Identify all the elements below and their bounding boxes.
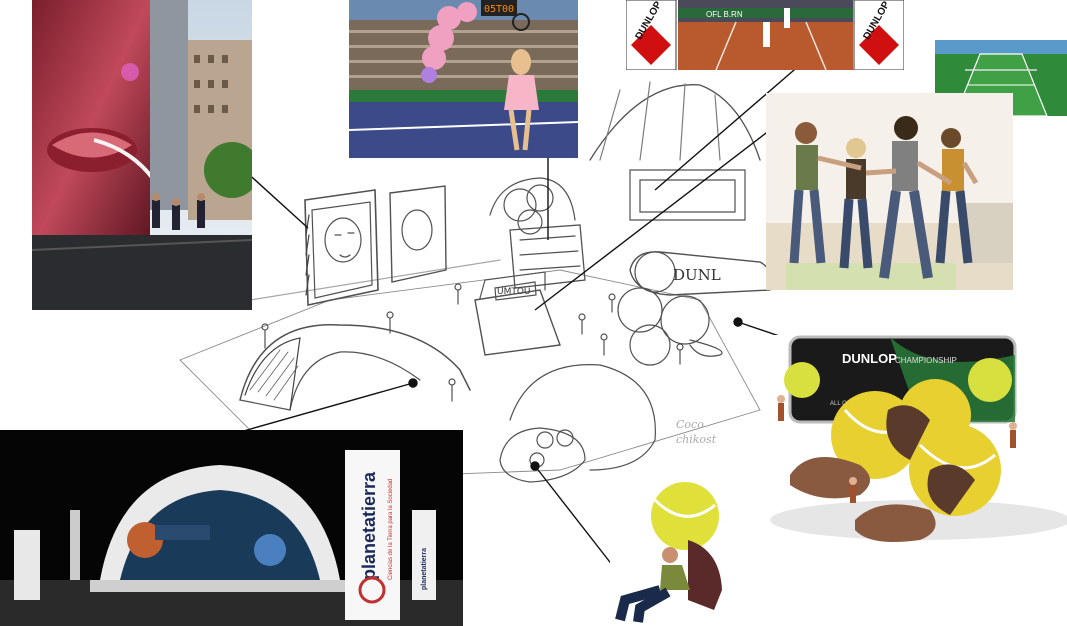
planetatierra-dome-render: planetatierra Ciencias de la Tierra para… <box>0 430 463 626</box>
sketch-frame-label: DUNL <box>673 266 721 284</box>
sketch-note-line2: chikost <box>676 433 717 446</box>
small-flag-brand: planetatierra <box>421 548 428 590</box>
stadium-sign: OFL B.RN <box>706 10 743 19</box>
sketch-kiosk-label: UMTOU <box>497 287 531 297</box>
can-sub: CHAMPIONSHIP <box>895 356 957 365</box>
fountain-face-photo <box>32 0 252 310</box>
scoreboard-text: 05T00 <box>484 4 514 15</box>
dome-flag-subtitle: Ciencias de la Tierra para la Sociedad <box>388 479 394 580</box>
sketch-note-line1: Coco <box>676 418 704 431</box>
dunlop-balls-can-render: DUNLOP CHAMPIONSHIP ALL COURT · BALL <box>770 335 1067 550</box>
can-brand: DUNLOP <box>842 351 897 366</box>
tennis-ball-chair-render <box>610 480 730 626</box>
dome-flag-brand: planetatierra <box>359 471 379 580</box>
dunlop-clay-court-photo: DUNLOP DUNLOP OFL B.RN <box>626 0 904 70</box>
videogame-tennis-photo: 05T00 <box>349 0 578 158</box>
people-playing-wii-photo <box>766 93 1013 290</box>
